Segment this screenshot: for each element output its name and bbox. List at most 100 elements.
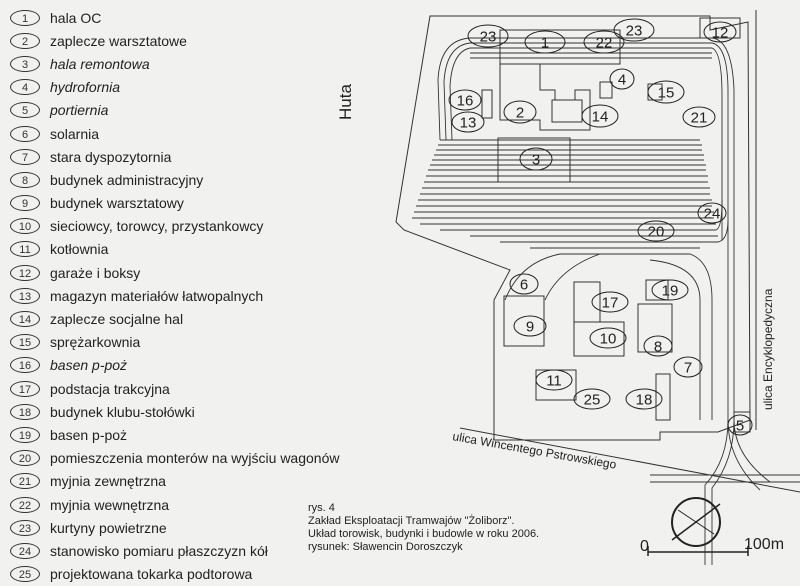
legend-number: 2 <box>10 32 40 49</box>
legend-number: 13 <box>10 287 40 304</box>
legend-label: kotłownia <box>50 241 109 258</box>
legend-label: kurtyny powietrzne <box>50 519 167 536</box>
building-administracyjny <box>637 303 673 353</box>
legend-label: garaże i boksy <box>50 264 141 281</box>
legend-number: 23 <box>10 519 40 536</box>
svg-text:9: 9 <box>526 319 534 336</box>
legend-number: 15 <box>10 334 40 351</box>
legend-item: 4 hydrofornia <box>10 76 390 99</box>
marker: 21 <box>682 106 716 128</box>
legend-number: 3 <box>10 55 40 72</box>
figure-caption: rys. 4 Zakład Eksploatacji Tramwajów "Żo… <box>308 502 539 554</box>
svg-text:12: 12 <box>712 25 729 42</box>
track <box>649 259 701 420</box>
legend-label: hydrofornia <box>50 79 121 96</box>
legend-label: stara dyspozytornia <box>50 148 172 165</box>
building-portiernia <box>733 411 751 433</box>
caption-line: Zakład Eksploatacji Tramwajów "Żoliborz"… <box>308 515 515 527</box>
marker: 6 <box>509 273 539 295</box>
track <box>711 47 723 240</box>
legend-label: pomieszczenia monterów na wyjściu wagonó… <box>50 450 340 467</box>
marker: 4 <box>609 68 635 90</box>
street-label-south: ulica Wincentego Pstrowskiego <box>451 429 617 472</box>
legend-number: 24 <box>10 542 40 559</box>
svg-text:25: 25 <box>584 392 601 409</box>
svg-text:24: 24 <box>704 206 721 223</box>
svg-text:6: 6 <box>520 277 528 294</box>
svg-text:23: 23 <box>480 29 497 46</box>
legend-number: 4 <box>10 79 40 96</box>
caption-line: Układ torowisk, budynki i budowle w roku… <box>308 528 540 540</box>
marker: 23 <box>613 18 655 42</box>
legend-label: myjnia zewnętrzna <box>50 473 166 490</box>
svg-text:13: 13 <box>460 115 477 132</box>
legend-label: basen p-poż <box>50 357 128 374</box>
legend-label: hala OC <box>50 9 102 26</box>
svg-text:15: 15 <box>658 85 675 102</box>
legend-label: magazyn materiałów łatwopalnych <box>50 287 264 304</box>
legend-number: 18 <box>10 403 40 420</box>
building-part <box>551 99 583 123</box>
marker: 18 <box>625 388 663 410</box>
legend-number: 9 <box>10 195 40 212</box>
marker: 9 <box>513 315 547 337</box>
legend-number: 7 <box>10 148 40 165</box>
legend-label: zaplecze socjalne hal <box>50 311 184 328</box>
legend-item: 2 zaplecze warsztatowe <box>10 29 390 52</box>
svg-text:4: 4 <box>618 72 626 89</box>
svg-text:7: 7 <box>684 360 692 377</box>
building-hala-remontowa <box>497 137 571 183</box>
svg-text:22: 22 <box>596 35 613 52</box>
marker: 17 <box>591 291 629 313</box>
legend-label: zaplecze warsztatowe <box>50 32 187 49</box>
building-basen-2 <box>645 279 669 301</box>
track-layout <box>412 37 800 565</box>
building-hala-oc <box>499 29 621 65</box>
compass-icon <box>671 497 721 547</box>
svg-text:1: 1 <box>541 35 549 52</box>
legend-number: 8 <box>10 171 40 188</box>
svg-text:23: 23 <box>626 23 643 40</box>
track <box>544 253 601 301</box>
marker: 24 <box>697 202 727 224</box>
depot-boundary <box>395 15 751 441</box>
building-sieciowcy <box>573 321 625 357</box>
building-klub <box>655 373 671 421</box>
marker: 13 <box>451 111 485 133</box>
street-label-east: ulica Encyklopedyczna <box>761 288 775 410</box>
svg-text:2: 2 <box>516 105 524 122</box>
track <box>689 253 713 420</box>
legend-number: 6 <box>10 125 40 142</box>
marker: 3 <box>519 147 553 171</box>
track <box>443 42 471 141</box>
track <box>711 37 735 420</box>
scale-bar <box>647 546 749 556</box>
legend-label: portiernia <box>50 102 109 119</box>
legend-number: 14 <box>10 311 40 328</box>
legend-label: podstacja trakcyjna <box>50 380 170 397</box>
legend-label: hala remontowa <box>50 55 150 72</box>
caption-figure: rys. 4 <box>308 502 335 514</box>
marker: 7 <box>673 356 703 378</box>
svg-text:10: 10 <box>600 331 617 348</box>
legend-item: 13 magazyn materiałów łatwopalnych <box>10 284 390 307</box>
svg-text:21: 21 <box>691 110 708 127</box>
caption-line: rysunek: Sławencin Doroszczyk <box>308 541 463 553</box>
marker: 15 <box>647 80 685 104</box>
legend-label: budynek administracyjny <box>50 171 204 188</box>
building-hydrofornia <box>599 81 613 99</box>
legend-number: 10 <box>10 218 40 235</box>
building-zaplecze <box>499 63 591 131</box>
